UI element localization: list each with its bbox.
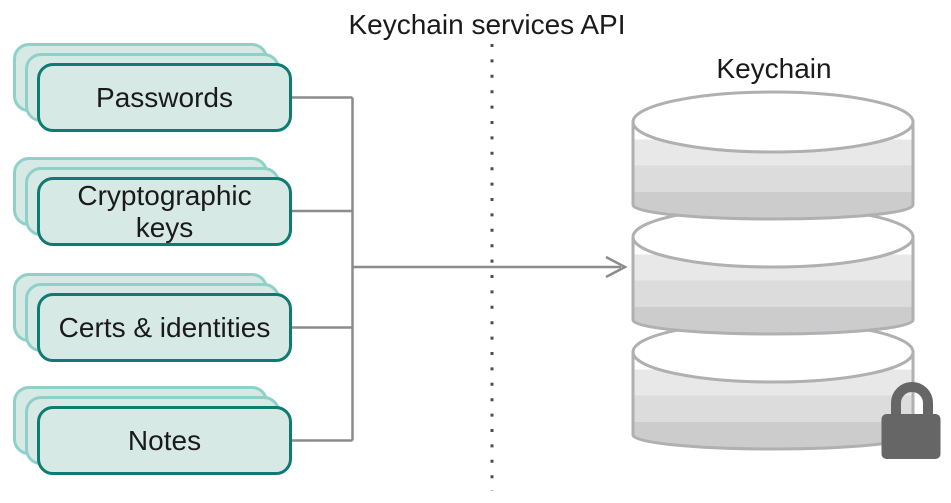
passwords-card-label: Passwords xyxy=(96,81,233,113)
database-icon xyxy=(631,90,915,451)
lock-icon xyxy=(881,382,941,459)
database-title: Keychain xyxy=(716,53,832,84)
cryptographic-keys-card: Cryptographic keys xyxy=(37,177,292,246)
api-title: Keychain services API xyxy=(348,9,626,40)
database-disk-top xyxy=(631,90,915,221)
notes-card: Notes xyxy=(37,406,292,475)
arrow-right-icon xyxy=(352,255,628,279)
connector-lines xyxy=(292,96,354,442)
certs-identities-card: Certs & identities xyxy=(37,293,292,362)
notes-card-label: Notes xyxy=(127,424,202,456)
database-disk-bottom xyxy=(631,320,915,451)
cryptographic-keys-card-label: Cryptographic keys xyxy=(77,179,252,243)
database-disk-middle xyxy=(631,205,915,336)
certs-identities-card-label: Certs & identities xyxy=(58,311,271,343)
passwords-card: Passwords xyxy=(37,63,292,132)
